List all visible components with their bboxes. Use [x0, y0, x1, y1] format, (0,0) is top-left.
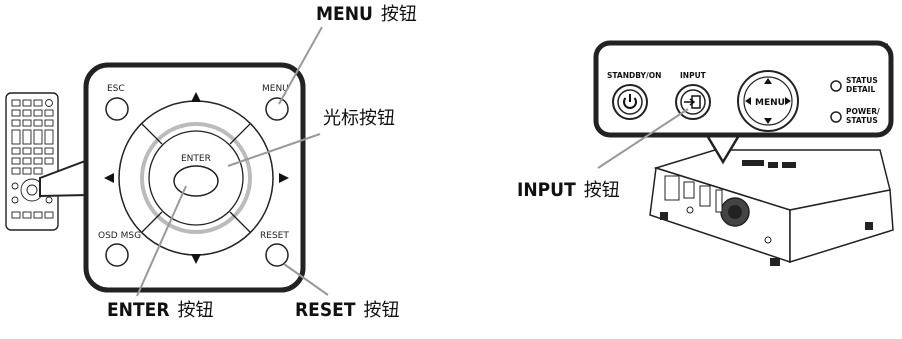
osd-msg-button[interactable]: OSD MSG	[98, 231, 141, 267]
cursor-left-icon	[104, 173, 114, 183]
projector-menu-ring[interactable]: MENU	[737, 70, 799, 132]
projector-up-icon	[764, 78, 772, 84]
svg-text:DETAIL: DETAIL	[846, 85, 875, 94]
remote-key-panel: ESC MENU OSD MSG RESET	[83, 62, 306, 293]
input-button[interactable]: INPUT	[675, 71, 711, 120]
esc-button[interactable]: ESC	[105, 84, 129, 121]
projector-left-icon	[745, 97, 751, 105]
input-icon	[684, 95, 701, 109]
svg-text:POWER/: POWER/	[846, 107, 880, 116]
svg-text:STATUS: STATUS	[846, 116, 878, 125]
input-leader-line	[597, 108, 689, 169]
menu-label: MENU	[262, 84, 289, 94]
projector-down-icon	[764, 118, 772, 124]
osd-msg-label: OSD MSG	[98, 231, 141, 241]
cursor-buttons[interactable]	[104, 92, 289, 264]
reset-label: RESET	[260, 231, 289, 241]
svg-text:光标按钮: 光标按钮	[323, 108, 395, 129]
power-icon	[623, 94, 637, 109]
reset-button[interactable]: RESET	[260, 231, 289, 267]
cursor-right-icon	[279, 173, 289, 183]
power-status-indicator: POWER/ STATUS	[830, 107, 880, 125]
projector-menu-label: MENU	[755, 98, 785, 108]
projector-right-icon	[785, 97, 791, 105]
cursor-up-icon	[191, 92, 201, 102]
remote-control	[5, 92, 59, 231]
svg-text:STATUS: STATUS	[846, 76, 878, 85]
standby-on-label: STANDBY/ON	[607, 71, 661, 80]
cursor-callout: 光标按钮	[323, 108, 395, 129]
projector-control-panel: STANDBY/ON INPUT MENU S	[593, 40, 894, 138]
standby-on-button[interactable]: STANDBY/ON	[607, 71, 661, 120]
menu-button[interactable]: MENU	[262, 84, 289, 121]
status-detail-indicator: STATUS DETAIL	[830, 76, 878, 94]
cursor-down-icon	[191, 254, 201, 264]
enter-label: ENTER	[181, 154, 211, 164]
esc-label: ESC	[107, 84, 125, 94]
input-label: INPUT	[680, 71, 707, 80]
leader-lines-left	[136, 26, 329, 297]
projector-body	[649, 43, 894, 266]
